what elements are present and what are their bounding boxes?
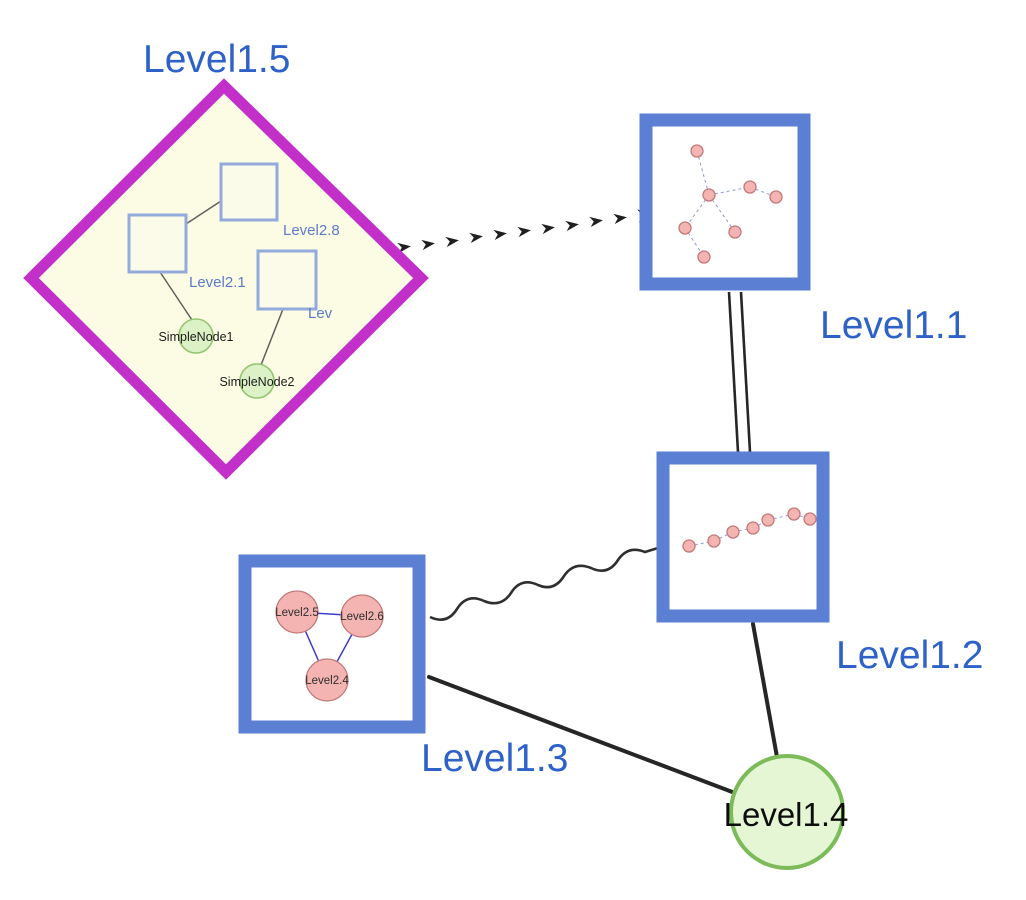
node-simplenode1[interactable] <box>178 318 214 354</box>
subgraph-node[interactable] <box>728 225 742 239</box>
subgraph-edge[interactable] <box>749 186 777 198</box>
edge-level21-simplenode1[interactable] <box>159 271 193 321</box>
edge-level15-level11[interactable] <box>397 207 655 254</box>
group-label-level14: Level1.4 <box>724 796 849 833</box>
subgraph-node[interactable] <box>769 190 783 204</box>
double-edge-line <box>739 291 752 453</box>
node-level28[interactable] <box>219 162 279 222</box>
arrow-dash <box>517 225 532 238</box>
group-label-level13: Level1.3 <box>421 737 568 780</box>
subgraph-edge[interactable] <box>767 513 795 521</box>
group-node-level12[interactable] <box>656 451 830 623</box>
node-level25[interactable] <box>275 590 319 634</box>
node-label-level25: Level2.5 <box>275 607 318 619</box>
edge-lev-simplenode2[interactable] <box>260 308 284 366</box>
arrow-dash <box>565 219 580 232</box>
subgraph-edge[interactable] <box>708 186 751 196</box>
arrow-dash <box>541 222 556 235</box>
group-label-level11: Level1.1 <box>820 304 967 347</box>
node-label-level24: Level2.4 <box>305 675 349 687</box>
group-level12: Level1.2 <box>656 451 983 677</box>
node-level21[interactable] <box>127 213 188 274</box>
node-level24[interactable] <box>305 658 349 702</box>
subgraph-node[interactable] <box>761 513 775 527</box>
arrow-dash <box>493 228 508 241</box>
group-level11: Level1.1 <box>639 113 967 347</box>
arrow-dash <box>469 231 484 244</box>
subgraph-node[interactable] <box>803 512 817 526</box>
arrow-dash <box>589 215 604 228</box>
subgraph-edge[interactable] <box>708 194 736 233</box>
subgraph-edge[interactable] <box>696 150 710 196</box>
subgraph-node[interactable] <box>682 539 696 553</box>
edge-level11-level12[interactable] <box>727 291 752 453</box>
subgraph-node[interactable] <box>787 507 801 521</box>
group-level13: Level2.5 Level2.6 Level2.4 Level1.3 <box>238 554 568 780</box>
group-label-level15: Level1.5 <box>143 38 290 81</box>
node-label-simplenode1: SimpleNode1 <box>158 330 233 344</box>
subgraph-node[interactable] <box>702 188 716 202</box>
node-level26[interactable] <box>340 594 384 638</box>
subgraph-node[interactable] <box>746 521 760 535</box>
group-node-level15[interactable] <box>23 78 429 480</box>
group-level15: Level1.5 Level2.8 Level2.1 Lev SimpleNod… <box>23 38 429 480</box>
node-label-simplenode2: SimpleNode2 <box>219 375 294 389</box>
subgraph-edge[interactable] <box>684 194 710 229</box>
arrow-dash <box>421 238 436 251</box>
node-label-level21: Level2.1 <box>189 274 246 291</box>
group-label-level12: Level1.2 <box>836 634 983 677</box>
arrow-dash <box>613 212 628 225</box>
edge-level12-level14[interactable] <box>751 622 779 759</box>
node-label-lev: Lev <box>308 305 333 322</box>
subgraph-node[interactable] <box>697 250 711 264</box>
level11-subgraph <box>678 144 783 264</box>
subgraph-node[interactable] <box>726 525 740 539</box>
level12-subgraph <box>682 507 817 553</box>
node-lev[interactable] <box>256 249 318 311</box>
arrow-dash <box>445 235 460 248</box>
node-label-level28: Level2.8 <box>283 222 340 239</box>
subgraph-node[interactable] <box>707 534 721 548</box>
node-label-level26: Level2.6 <box>340 611 383 623</box>
node-simplenode2[interactable] <box>239 363 275 399</box>
group-node-level11[interactable] <box>639 113 811 291</box>
edge-level21-level28[interactable] <box>185 200 222 225</box>
edge-level13-level12[interactable] <box>429 546 659 621</box>
edge-level13-level14[interactable] <box>427 675 737 795</box>
group-node-level14[interactable] <box>729 754 845 870</box>
subgraph-node[interactable] <box>743 180 757 194</box>
subgraph-node[interactable] <box>678 221 692 235</box>
subgraph-edge[interactable] <box>688 540 715 547</box>
subgraph-node[interactable] <box>690 144 704 158</box>
double-edge-line <box>727 291 740 453</box>
group-level14: Level1.4 <box>724 754 849 870</box>
group-node-level13[interactable] <box>238 554 426 734</box>
